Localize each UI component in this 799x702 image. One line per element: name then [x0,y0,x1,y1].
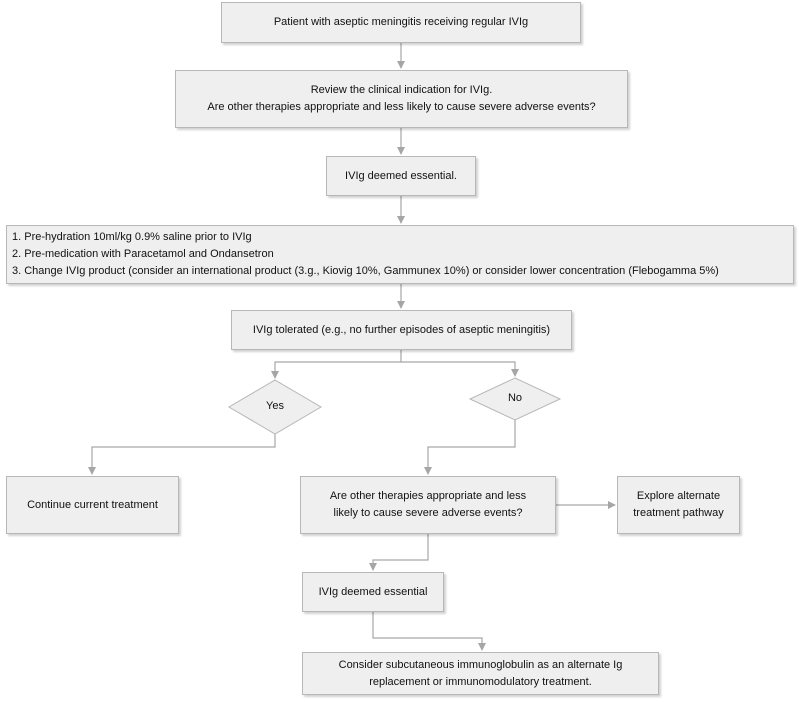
no-label: No [507,392,523,404]
connector-tolerated-to-yes [271,350,402,379]
essential-text: IVIg deemed essential. [345,169,457,182]
connector-tolerated-to-no [401,361,519,377]
decision-yes-diamond [228,379,322,435]
other-line-1: Are other therapies appropriate and less [329,490,527,502]
yes-label: Yes [266,400,284,412]
connector-essential2-to-consider [372,612,486,651]
essential2-box: IVIg deemed essential [302,572,444,612]
decision-no-diamond [468,377,562,421]
connector-other-to-essential2 [369,534,429,571]
consider-line-2: replacement or immunomodulatory treatmen… [369,675,592,688]
review-line-2: Are other therapies appropriate and less… [207,101,596,113]
other-box: Are other therapies appropriate and less… [300,476,556,534]
step-2: 2. Pre-medication with Paracetamol and O… [12,248,274,260]
continue-box: Continue current treatment [6,476,179,534]
connector-no-to-other [424,420,516,475]
explore-box: Explore alternate treatment pathway [617,476,740,534]
review-box: Review the clinical indication for IVIg.… [175,70,628,128]
start-text: Patient with aseptic meningitis receivin… [273,16,529,28]
step-3: 3. Change IVIg product (consider an inte… [12,265,719,277]
continue-text: Continue current treatment [27,498,158,511]
connector-yes-to-continue [88,433,276,475]
consider-line-1: Consider subcutaneous immunoglobulin as … [338,658,623,671]
step-1: 1. Pre-hydration 10ml/kg 0.9% saline pri… [12,231,252,243]
essential-box: IVIg deemed essential. [326,156,476,196]
explore-line-2: treatment pathway [633,507,724,519]
other-line-2: likely to cause severe adverse events? [333,507,523,519]
tolerated-text: IVIg tolerated (e.g., no further episode… [252,323,551,336]
steps-box: 1. Pre-hydration 10ml/kg 0.9% saline pri… [6,225,794,284]
review-line-1: Review the clinical indication for IVIg. [310,84,493,96]
essential2-text: IVIg deemed essential [318,585,428,598]
tolerated-box: IVIg tolerated (e.g., no further episode… [231,310,572,350]
consider-box: Consider subcutaneous immunoglobulin as … [302,652,659,695]
explore-line-1: Explore alternate [636,490,721,502]
start-box: Patient with aseptic meningitis receivin… [221,2,581,43]
